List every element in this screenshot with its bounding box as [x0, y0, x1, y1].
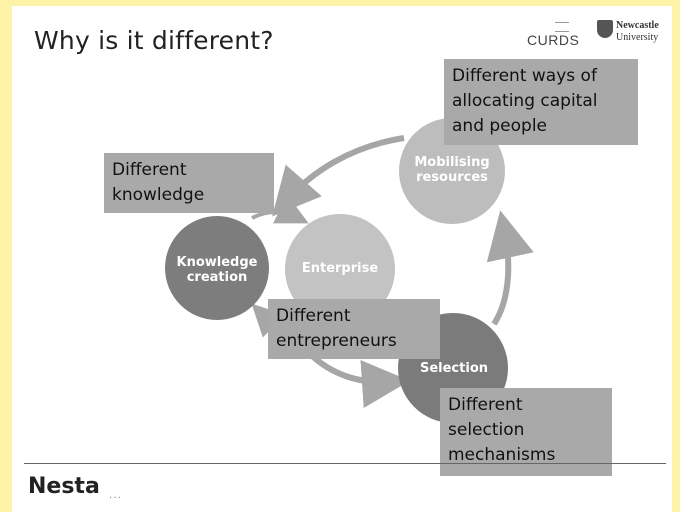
circle-knowledge-creation [165, 216, 269, 320]
nesta-logo-dots: ... [109, 487, 123, 501]
callout-different-entrepreneurs: Different entrepreneurs [268, 299, 440, 359]
university-crest-icon [597, 20, 613, 38]
slide-title: Why is it different? [34, 26, 274, 55]
curds-logo-text: CURDS [527, 32, 580, 48]
curds-logo: CURDS [525, 22, 591, 48]
callout-different-ways-of-allocating: Different ways of allocating capital and… [444, 59, 638, 145]
footer-divider [24, 463, 666, 464]
label-selection: Selection [419, 361, 488, 376]
label-knowledge-creation: Knowledge creation [176, 255, 258, 285]
nesta-logo: Nesta [28, 474, 100, 499]
callout-different-knowledge: Different knowledge [104, 153, 274, 213]
arrow-mobilising-to-knowledge [272, 135, 405, 217]
arrow-selection-to-mobilising [486, 210, 534, 326]
arrow-knowledge-to-enterprise [251, 194, 309, 224]
university-logo-line2: University [616, 32, 659, 43]
slide: Why is it different? CURDS Newcastle Uni… [12, 6, 672, 512]
newcastle-university-logo: Newcastle University [597, 16, 667, 46]
callout-different-selection-mechanisms: Different selection mechanisms [440, 388, 612, 476]
circle-enterprise [285, 214, 395, 324]
label-enterprise: Enterprise [301, 261, 379, 276]
label-mobilising-resources: Mobilising resources [414, 155, 490, 185]
university-logo-line1: Newcastle [616, 20, 659, 31]
curds-logo-mark [555, 22, 569, 32]
